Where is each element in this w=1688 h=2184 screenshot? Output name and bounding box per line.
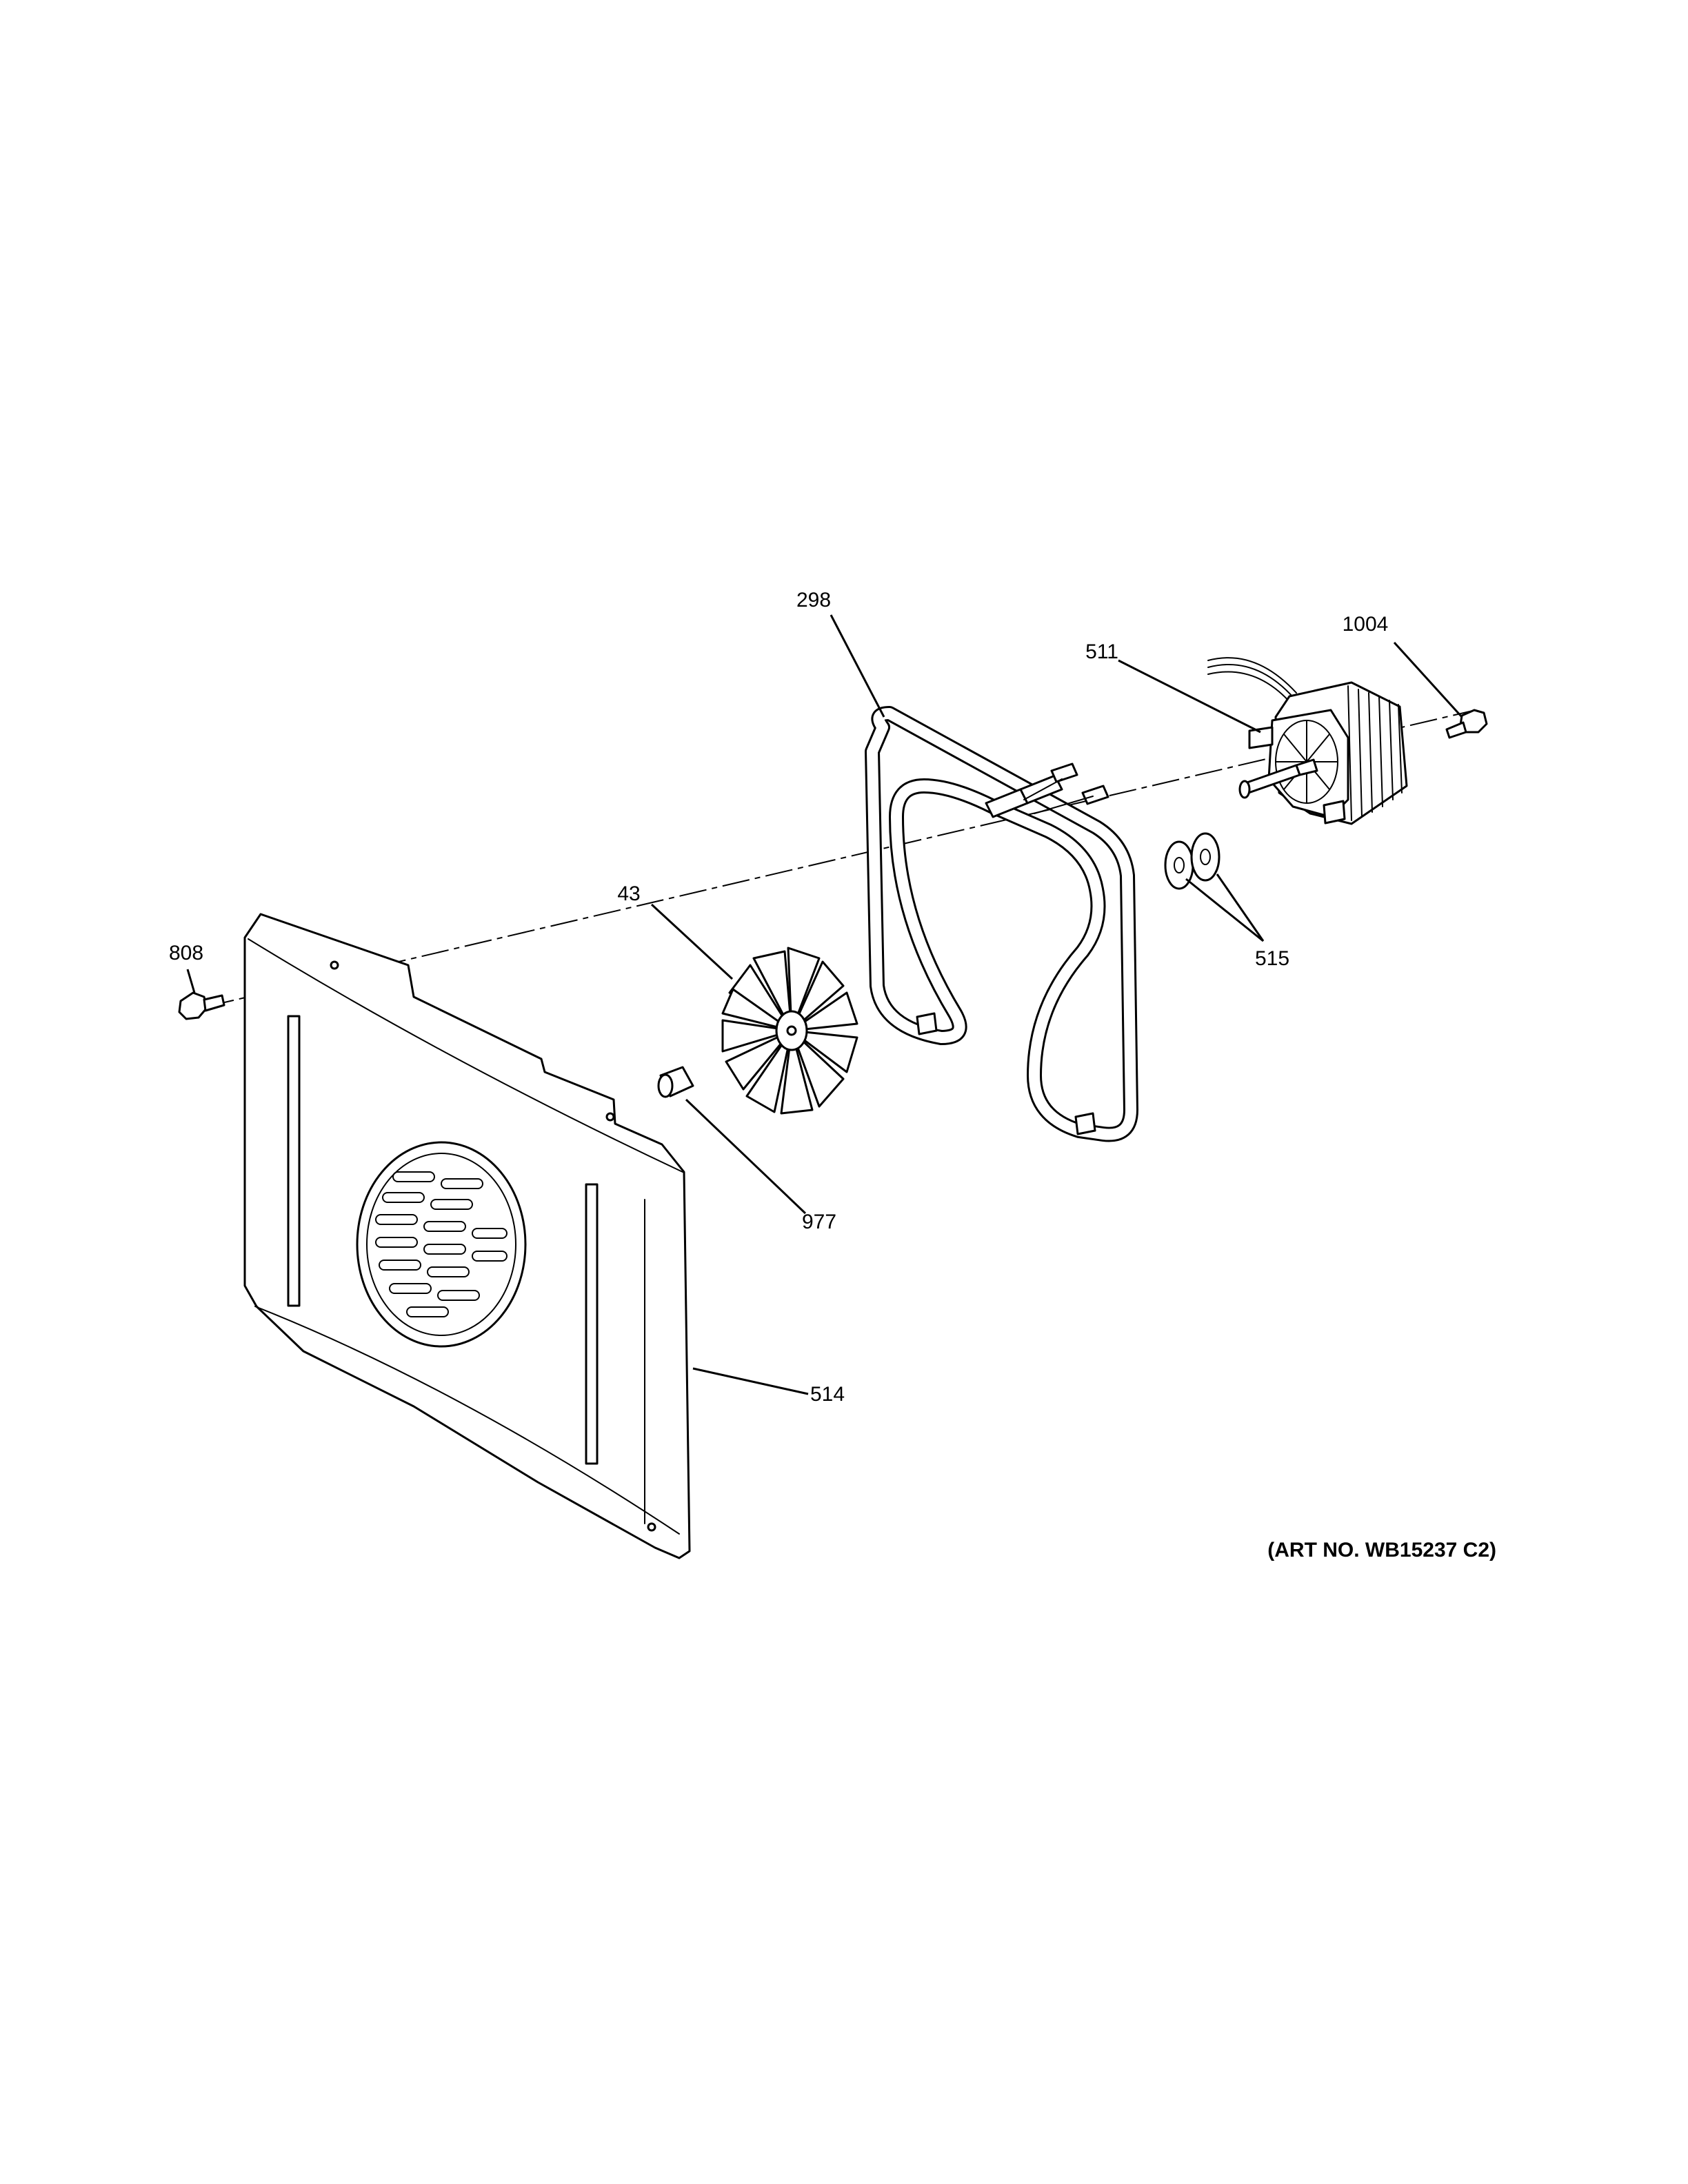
callout-43: 43 [617, 882, 640, 905]
mounting-screw [178, 991, 225, 1020]
callout-808: 808 [169, 942, 203, 964]
art-number: (ART NO. WB15237 C2) [1267, 1539, 1496, 1561]
motor-laminations [1347, 685, 1403, 821]
callout-1004: 1004 [1343, 613, 1389, 636]
callout-labels: 298 1004 511 43 808 515 977 514 [169, 589, 1388, 1406]
callout-515: 515 [1255, 947, 1289, 970]
leader-lines [186, 614, 1463, 1395]
washer-pair [1164, 832, 1220, 890]
fan-hub-nut [657, 1066, 694, 1098]
cover-grille-slots [375, 1171, 508, 1317]
callout-511: 511 [1085, 640, 1118, 663]
fan-cover-panel [243, 913, 691, 1559]
convection-fan-blade [721, 947, 858, 1115]
assembly-axis [206, 709, 1476, 1007]
heating-element [865, 706, 1138, 1142]
convection-fan-motor [1207, 657, 1408, 825]
callout-514: 514 [810, 1383, 845, 1406]
callout-977: 977 [802, 1211, 836, 1233]
callout-298: 298 [796, 589, 831, 611]
motor-screw [1445, 709, 1488, 739]
